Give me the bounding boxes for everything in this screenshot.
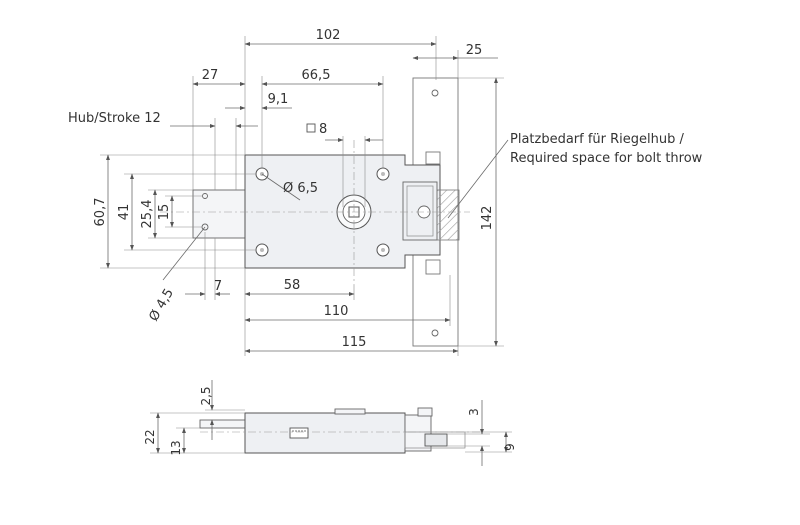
dim-7: 7 (214, 279, 222, 294)
side-body (244, 412, 406, 454)
latch-tab-top (425, 151, 441, 165)
dim-3: 3 (467, 408, 481, 416)
bolt-guide-inner (406, 185, 434, 237)
dim-9-1: 9,1 (268, 92, 289, 107)
side-dimensions: 2,5 22 13 3 9 (143, 380, 517, 466)
bolt-throw-space (436, 189, 460, 241)
dim-13: 13 (169, 440, 183, 455)
dim-dia-4-5: Ø 4,5 (146, 286, 177, 324)
dim-square-8: 8 (319, 122, 327, 137)
dim-60-7: 60,7 (93, 198, 108, 227)
dim-9: 9 (503, 443, 517, 451)
dim-110: 110 (324, 304, 349, 319)
dim-102: 102 (316, 28, 341, 43)
mounting-hole-bottom-right-center (381, 248, 385, 252)
front-view (160, 77, 470, 347)
faceplate-screw-hole-top (431, 89, 439, 97)
dim-25: 25 (466, 43, 483, 58)
dim-58: 58 (284, 278, 301, 293)
dim-dia-6-5: Ø 6,5 (283, 181, 318, 196)
side-view (199, 407, 480, 454)
dim-hub-stroke: Hub/Stroke 12 (68, 111, 161, 126)
side-latch (417, 407, 433, 417)
faceplate-screw-hole-bottom (431, 329, 439, 337)
tail-plate (192, 189, 246, 239)
side-boss (334, 408, 366, 415)
side-tail (199, 419, 246, 429)
latch-tab-bottom (425, 259, 441, 275)
dim-41: 41 (117, 204, 132, 221)
square-symbol-icon (306, 123, 316, 133)
dim-142: 142 (480, 206, 495, 231)
dim-66-5: 66,5 (302, 68, 331, 83)
annotation-line-2: Required space for bolt throw (510, 151, 703, 166)
dim-22: 22 (143, 429, 157, 444)
dim-25-4: 25,4 (140, 200, 155, 229)
dim-27: 27 (202, 68, 219, 83)
dim-115: 115 (342, 335, 367, 350)
annotation-line-1: Platzbedarf für Riegelhub / (510, 132, 685, 147)
mounting-hole-bottom-left-center (260, 248, 264, 252)
dim-2-5: 2,5 (199, 386, 213, 405)
mounting-hole-top-right-center (381, 172, 385, 176)
dim-15: 15 (157, 204, 172, 221)
side-bolt (424, 433, 448, 447)
side-spring-detail (289, 427, 309, 439)
